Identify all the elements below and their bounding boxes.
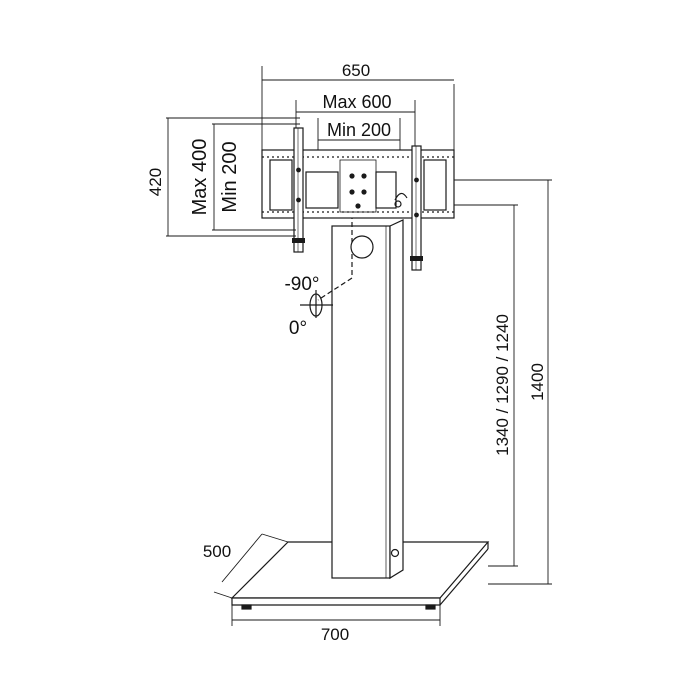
label-650: 650 — [342, 61, 370, 80]
label-max-600: Max 600 — [322, 92, 391, 112]
label-1400: 1400 — [528, 363, 547, 401]
dim-height-left — [166, 117, 300, 237]
dim-500 — [213, 533, 289, 599]
label-700: 700 — [321, 625, 349, 644]
label-min-200: Min 200 — [327, 120, 391, 140]
label-mount-heights: 1340 / 1290 / 1240 — [493, 314, 512, 456]
label-500: 500 — [203, 542, 231, 561]
label-max-400: Max 400 — [189, 139, 211, 216]
label-420: 420 — [146, 168, 165, 196]
bracket-arms — [292, 127, 423, 271]
column — [331, 219, 404, 580]
mount-plate — [261, 149, 455, 219]
label-tilt-0: 0° — [289, 318, 307, 339]
dim-700 — [231, 605, 441, 626]
dim-height-right — [454, 179, 552, 585]
label-min-200-vertical: Min 200 — [219, 141, 241, 212]
label-tilt-minus-90: -90° — [284, 274, 319, 295]
dim-min-200 — [317, 118, 401, 150]
dim-650 — [261, 66, 455, 150]
dim-max-600 — [295, 100, 416, 146]
tilt-indicator — [300, 214, 374, 318]
